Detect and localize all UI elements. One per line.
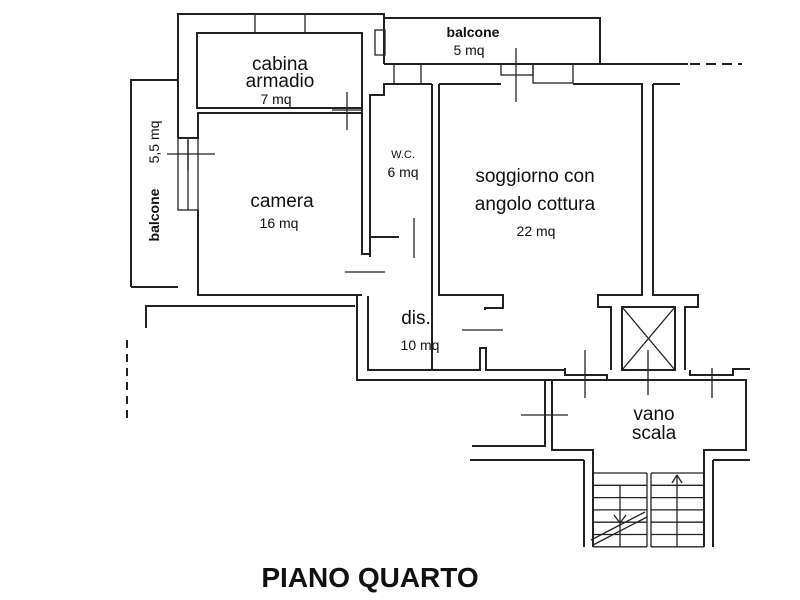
camera-label: camera: [250, 191, 314, 212]
dis-label: dis.: [401, 308, 431, 329]
cabina-area: 7 mq: [260, 91, 291, 107]
stair-arrow-up-head: [671, 474, 678, 484]
wc-label: W.C.: [391, 149, 415, 161]
soggiorno-label-1: soggiorno con: [475, 166, 594, 187]
floor-title: PIANO QUARTO: [261, 562, 478, 593]
stair-arrow-down-head: [613, 514, 621, 524]
stair-cut: [592, 516, 648, 546]
balcone-top-label: balcone: [447, 24, 500, 40]
staircase: [590, 472, 704, 548]
camera-area: 16 mq: [260, 215, 299, 231]
balcone-left-label: balcone: [146, 188, 162, 241]
stair-arrow-down-head: [619, 514, 627, 524]
vano-label-1: vano: [633, 404, 674, 425]
soggiorno-area: 22 mq: [517, 223, 556, 239]
balcone-left-area: 5,5 mq: [146, 121, 162, 164]
room-labels: cabina armadio 7 mq camera 16 mq W.C. 6 …: [146, 24, 677, 444]
dis-area: 10 mq: [401, 337, 440, 353]
balcone-top-area: 5 mq: [453, 42, 484, 58]
wc-area: 6 mq: [387, 164, 418, 180]
cabina-label-2: armadio: [246, 71, 315, 92]
cabina-label-1: cabina: [252, 54, 308, 75]
soggiorno-label-2: angolo cottura: [475, 194, 596, 215]
stair-cut: [590, 511, 646, 541]
stair-arrow-up-head: [676, 474, 683, 484]
walls: [126, 13, 750, 547]
vano-label-2: scala: [632, 423, 677, 444]
